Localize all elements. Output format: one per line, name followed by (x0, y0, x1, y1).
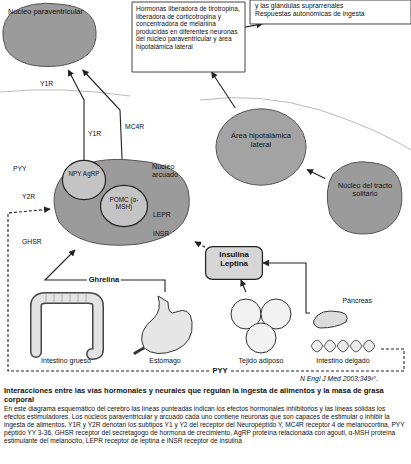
node-label: Núcleo paraventricular (8, 8, 92, 17)
nucleus-region: Núcleo paraventricular (0, 0, 100, 70)
connector (45, 250, 165, 292)
node-label: y las glándulas suprarrenales (255, 2, 406, 10)
node-label: Núcleo del tracto solitario (335, 182, 395, 199)
node-label: Insulina Leptina (208, 251, 260, 269)
hypothalamic-area: Área hipotalámica lateral (215, 108, 307, 186)
node-label: Respuestas autonómicas de ingesta (255, 10, 406, 18)
node-label: Tejido adiposo (239, 357, 284, 365)
organ-drawing (128, 292, 202, 366)
receptor-label: GHSR (22, 238, 42, 245)
edge-label: Ghrelina (87, 276, 121, 284)
connector (241, 280, 246, 292)
response-box: y las glándulas suprarrenalesRespuestas … (250, 0, 411, 24)
connector (212, 72, 236, 108)
receptor-label: Y1R (88, 130, 101, 137)
hormone-box: Insulina Leptina (205, 246, 263, 280)
nucleus-region: Núcleo del tracto solitario (325, 158, 405, 238)
organ-illustration: Tejido adiposo (222, 292, 300, 366)
node-label: Núcleo arcuado (152, 163, 191, 180)
nucleus-region: Núcleo arcuado NPY AgRP POMC (α-MSH) (50, 155, 195, 250)
organ-drawing (14, 292, 118, 366)
connector (8, 209, 404, 371)
receptor-label: LEPR (153, 211, 171, 218)
neuron-circle: NPY AgRP (62, 160, 106, 200)
organ-illustration: Intestino grueso (14, 292, 118, 366)
node-label: Estómago (149, 357, 181, 365)
node-label: Área hipotalámica lateral (225, 132, 297, 149)
citation: N Engl J Med 2003;349¹⁰. (300, 375, 378, 382)
connector (307, 170, 325, 179)
figure-title: Interacciones entre las vías hormonales … (4, 387, 407, 404)
node-label: POMC (α-MSH) (105, 196, 143, 211)
shape-outline (62, 160, 106, 200)
receptor-label: MC4R (125, 123, 144, 130)
node-label: Intestino grueso (41, 357, 91, 365)
node-label: Intestino delgado (316, 357, 369, 365)
organ-drawing (222, 292, 300, 366)
organ-illustration: Intestino delgado (305, 332, 381, 366)
edge-label: PYY (210, 367, 229, 375)
connector (68, 70, 84, 160)
connector (195, 242, 205, 248)
node-label: Hormonas liberadora de tirotropina, libe… (136, 5, 241, 50)
neuron-circle: POMC (α-MSH) (100, 185, 148, 227)
organ-illustration: Páncreas (310, 296, 374, 330)
figure-caption: En este diagrama esquemático del cerebro… (4, 405, 407, 445)
brain-contour (0, 90, 130, 96)
receptor-label: INSR (153, 230, 169, 237)
node-label: Páncreas (342, 297, 372, 305)
receptor-label: Y1R (40, 80, 53, 87)
hormone-box: Hormonas liberadora de tirotropina, libe… (132, 2, 245, 72)
node-label: NPY AgRP (67, 170, 101, 177)
organ-illustration: Estómago (128, 292, 202, 366)
receptor-label: Y2R (22, 193, 35, 200)
receptor-label: PYY (13, 165, 27, 172)
